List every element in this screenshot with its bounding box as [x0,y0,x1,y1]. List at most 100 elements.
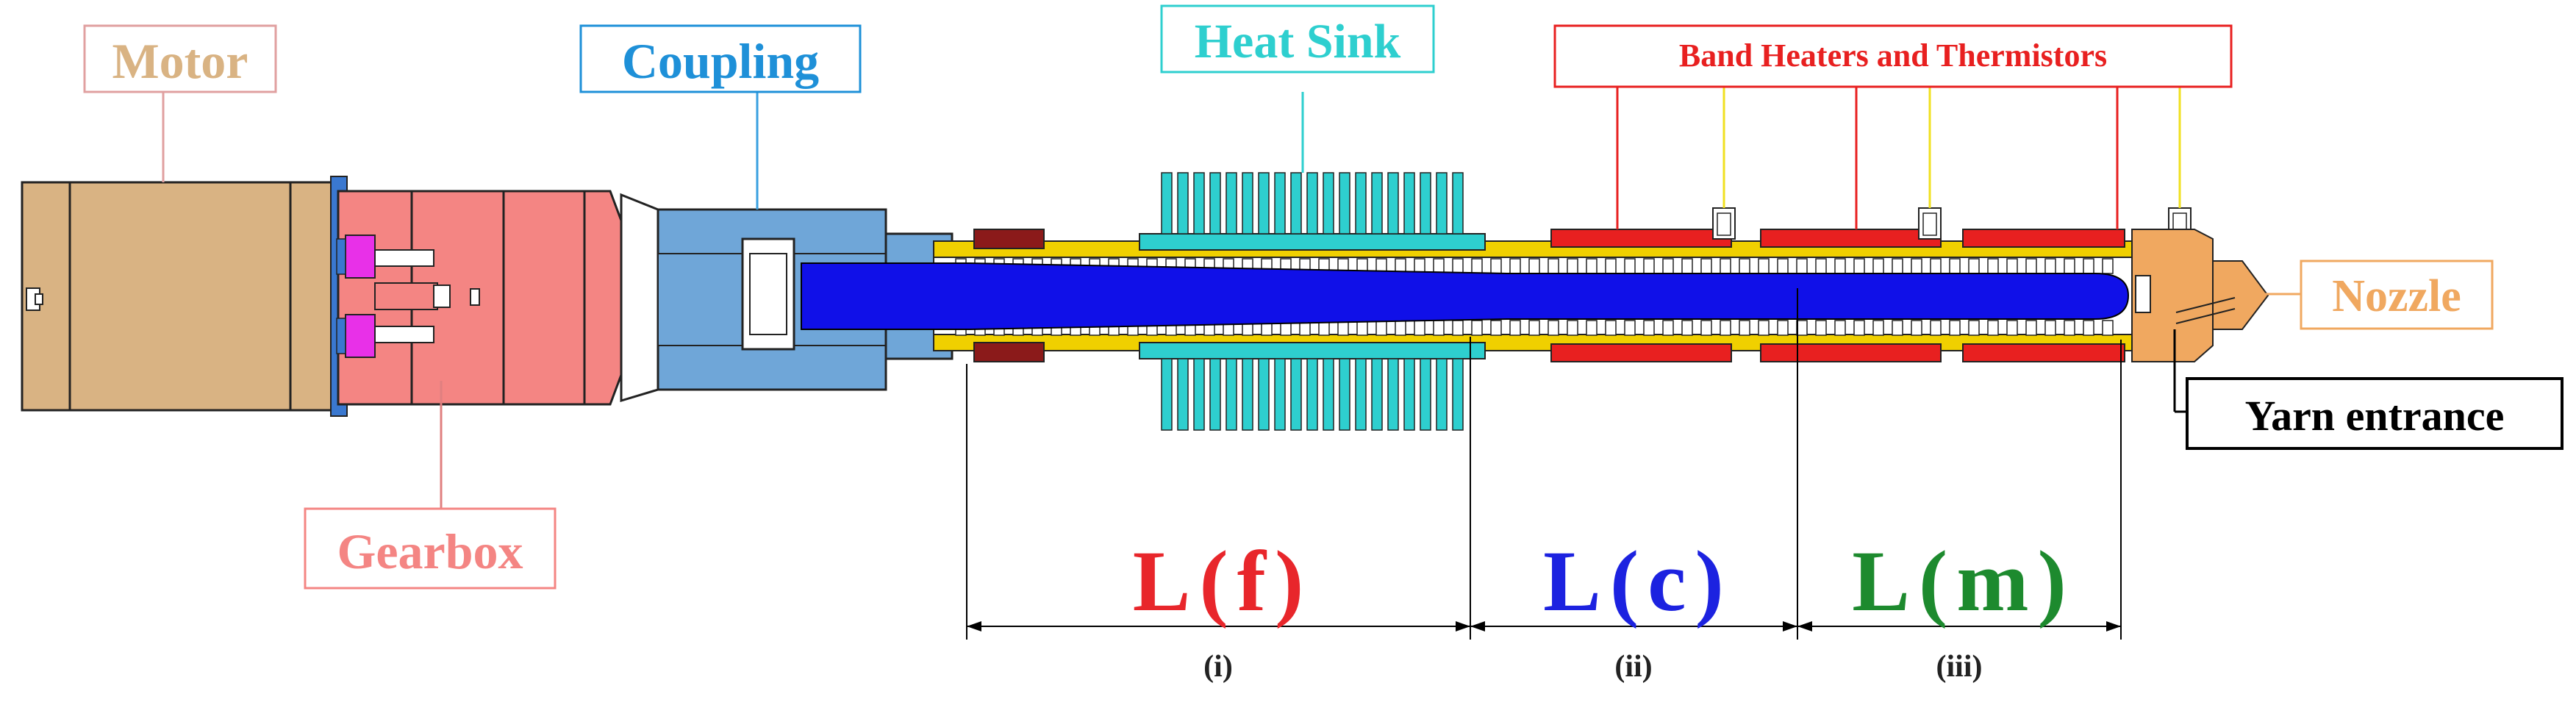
zone-c-label: L(c) [1543,533,1724,629]
screw-flight [1720,258,1731,274]
screw-core [801,262,2130,330]
screw-flight [1452,258,1464,274]
screw-flight [1624,320,1636,336]
screw-flight [1949,258,1961,274]
screw-flight [1375,320,1387,336]
heat-sink-fin [1209,358,1221,431]
screw-flight [1567,320,1578,336]
heat-sink-fin [1242,172,1253,235]
screw-flight [1700,258,1712,274]
screw-flight [1930,258,1942,274]
heat-sink-fin [1323,172,1334,235]
screw-flight [1605,320,1617,336]
screw-flight [1548,258,1559,274]
screw-flight [1892,320,1903,336]
screw-flight [1777,320,1789,336]
screw-flight [1796,320,1808,336]
heat-sink-fin [1452,358,1464,431]
screw-flight [1624,258,1636,274]
screw-flight [2064,320,2075,336]
screw-flight [2025,320,2037,336]
zone-m-letter: m [1956,533,2028,629]
heat-sink-fin [1177,358,1189,431]
heat-sink-label-text: Heat Sink [1195,15,1401,68]
heat-sink-fin [1306,172,1318,235]
coupling-label-text: Coupling [622,33,819,89]
screw-flight [1395,320,1406,336]
screw-flight [1872,258,1884,274]
heat-sink-fin [1323,358,1334,431]
screw-flight [2083,320,2094,336]
screw-flight [1834,320,1846,336]
screw-flight [1662,320,1674,336]
screw-flight [1490,320,1502,336]
gearbox-label: Gearbox [304,507,557,590]
screw-flight [1720,320,1731,336]
zone-c-roman: (ii) [1614,650,1652,684]
screw-flight [2044,258,2056,274]
screw-flight [1433,258,1445,274]
motor-body [21,181,340,412]
nozzle-label-text: Nozzle [2332,271,2461,321]
screw-flight [1605,258,1617,274]
screw-flight [1815,320,1827,336]
screw-flight [1414,320,1425,336]
screw-flight [1356,320,1368,336]
screw-flight [1471,258,1483,274]
heat-sink-fin [1436,358,1448,431]
nozzle-body [2131,229,2269,362]
screw-flight [1930,320,1942,336]
screw-flight [1681,258,1693,274]
band-heaters-bracket [1616,85,2217,229]
screw-flight [1509,258,1521,274]
screw-flight [1949,320,1961,336]
screw-flight [1796,258,1808,274]
heat-sink-fin [1161,358,1173,431]
screw-flight [1758,258,1770,274]
screw-flight [1834,258,1846,274]
nozzle-label: Nozzle [2300,260,2494,330]
heat-sink-fin [1371,172,1383,235]
screw-flight [1528,320,1540,336]
heat-sink-fin [1420,172,1431,235]
heat-sink-fin [1452,172,1464,235]
motor-label: Motor [83,24,277,93]
screw-flight [1509,320,1521,336]
cooling-collar [973,229,1045,362]
heat-sink-fin [1387,358,1399,431]
screw-flight [1987,320,1999,336]
zone-c-symbol: L [1543,533,1601,629]
screw-flight [2006,320,2018,336]
coupling-label: Coupling [579,24,862,93]
screw-flight [1892,258,1903,274]
heat-sink-fin [1161,172,1173,235]
heat-sink-fin [1371,358,1383,431]
band-heaters-label-text: Band Heaters and Thermistors [1679,37,2107,74]
screw-flight [1911,258,1922,274]
heat-sink-fin [1387,172,1399,235]
heat-sink-fin [1355,172,1367,235]
screw-flight [1681,320,1693,336]
zone-c-letter: c [1647,533,1686,629]
screw-flight [2025,258,2037,274]
heat-sink-fin [1226,172,1237,235]
screw-flight [2102,258,2114,274]
screw-flight [1528,258,1540,274]
screw-flight [1739,258,1750,274]
screw-flight [1433,320,1445,336]
zone-f-letter: f [1237,533,1267,629]
screw-flight [1777,258,1789,274]
screw-flight [1586,320,1598,336]
heat-sink-fin [1306,358,1318,431]
band-heaters-label: Band Heaters and Thermistors [1553,24,2233,88]
screw-flight [1968,258,1980,274]
band-heaters [1550,229,2125,362]
screw-flight [1548,320,1559,336]
yarn-entrance-label-text: Yarn entrance [2245,392,2505,440]
heat-sink-fin [1193,172,1205,235]
screw-flight [1853,258,1865,274]
heat-sink-fin [1436,172,1448,235]
heat-sink-label: Heat Sink [1160,4,1435,74]
screw-flight [1739,320,1750,336]
